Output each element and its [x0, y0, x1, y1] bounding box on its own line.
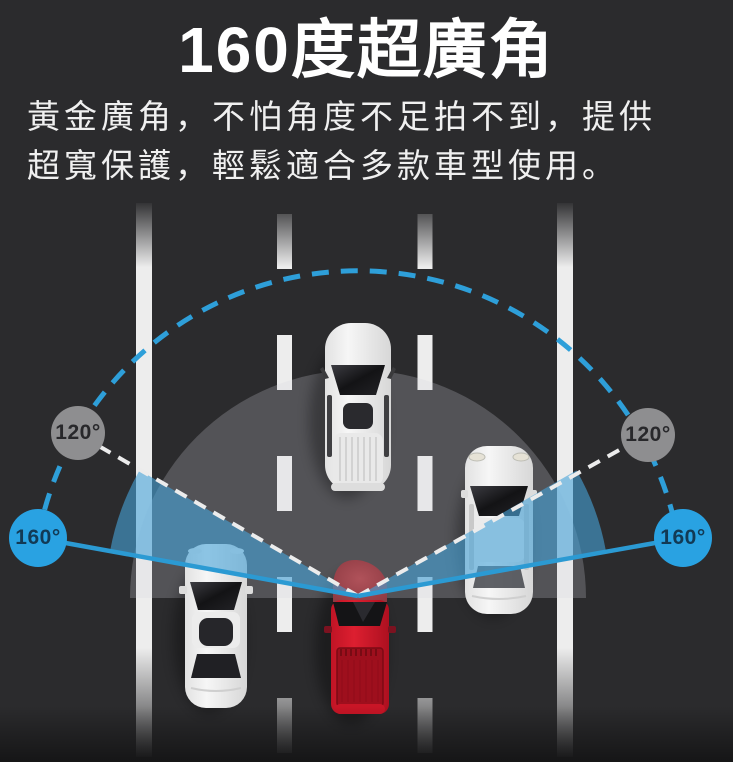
- white-van-top-icon: [309, 323, 396, 499]
- red-pickup-top-icon: [315, 560, 396, 724]
- white-sedan-top-icon: [173, 544, 253, 713]
- header: 160度超廣角 黃金廣角，不怕角度不足拍不到，提供 超寬保護，輕鬆適合多款車型使…: [0, 0, 733, 188]
- dashed-arc-icon: [35, 268, 681, 539]
- badge-160-left: 160°: [9, 509, 67, 567]
- subtitle-line-1: 黃金廣角，不怕角度不足拍不到，提供: [27, 98, 656, 135]
- fov-cone-icon: [110, 470, 606, 596]
- subtitle-line-2: 超寬保護，輕鬆適合多款車型使用。: [27, 147, 619, 184]
- badge-120-right: 120°: [621, 408, 675, 462]
- badge-160-right: 160°: [654, 509, 712, 567]
- fov-120-edges: [76, 432, 649, 598]
- badge-120-left: 120°: [51, 406, 105, 460]
- bottom-shade: [0, 706, 733, 762]
- fov-160-edges: [37, 535, 684, 599]
- page-title: 160度超廣角: [178, 14, 555, 86]
